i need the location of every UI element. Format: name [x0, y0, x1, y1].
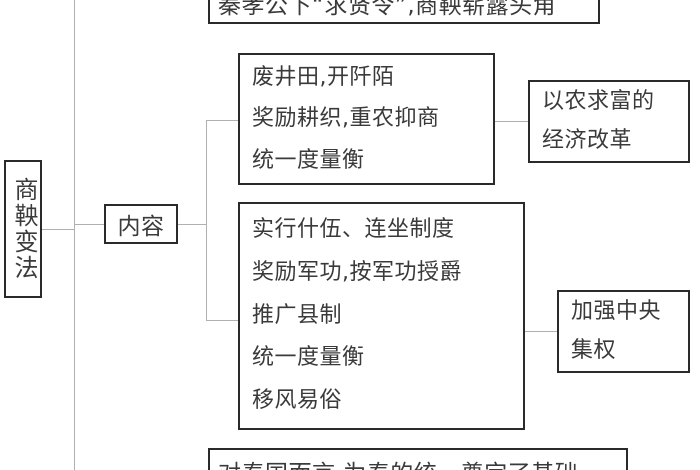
node-background-event[interactable]: 秦孝公下“求贤令”,商鞅崭露头角 [208, 0, 600, 24]
node-significance[interactable]: 对秦国而言,为秦的统一奠定了基础 [208, 448, 628, 470]
content-branch-splitter [206, 120, 207, 320]
economic-result-line-2: 经济改革 [542, 127, 633, 153]
economic-measure-line-1: 废井田,开阡陌 [252, 64, 395, 90]
political-measure-line-2: 奖励军功,按军功授爵 [252, 259, 462, 285]
political-measure-line-4: 统一度量衡 [252, 345, 365, 371]
root-to-spine-connector [42, 229, 74, 230]
political-measure-line-1: 实行什伍、连坐制度 [252, 216, 455, 242]
economic-to-result-connector [495, 121, 528, 122]
node-title-label: 商鞅变法 [9, 177, 38, 281]
spine-to-content-connector [74, 224, 104, 225]
node-title-shangyang-reform[interactable]: 商鞅变法 [4, 160, 42, 298]
node-branch-content[interactable]: 内容 [104, 204, 178, 244]
economic-measure-line-2: 奖励耕织,重农抑商 [252, 106, 440, 132]
node-political-result[interactable]: 加强中央 集权 [557, 290, 690, 373]
node-economic-measures[interactable]: 废井田,开阡陌 奖励耕织,重农抑商 统一度量衡 [238, 53, 495, 185]
node-branch-label: 内容 [117, 214, 165, 240]
significance-line-1: 对秦国而言,为秦的统一奠定了基础 [218, 450, 618, 470]
political-to-result-connector [525, 331, 557, 332]
content-to-economic-connector [206, 120, 238, 121]
spine-vertical-connector [74, 0, 75, 470]
political-measure-line-3: 推广县制 [252, 302, 343, 328]
node-political-measures[interactable]: 实行什伍、连坐制度 奖励军功,按军功授爵 推广县制 统一度量衡 移风易俗 [238, 202, 525, 430]
node-economic-result[interactable]: 以农求富的 经济改革 [528, 80, 690, 163]
economic-measure-line-3: 统一度量衡 [252, 147, 365, 173]
political-measure-line-5: 移风易俗 [252, 388, 343, 414]
background-event-line-1: 秦孝公下“求贤令”,商鞅崭露头角 [218, 0, 557, 19]
content-to-political-connector [206, 320, 238, 321]
political-result-line-1: 加强中央 [571, 299, 662, 324]
economic-result-line-1: 以农求富的 [542, 89, 655, 114]
content-out-connector [178, 224, 206, 225]
political-result-line-2: 集权 [571, 337, 617, 363]
